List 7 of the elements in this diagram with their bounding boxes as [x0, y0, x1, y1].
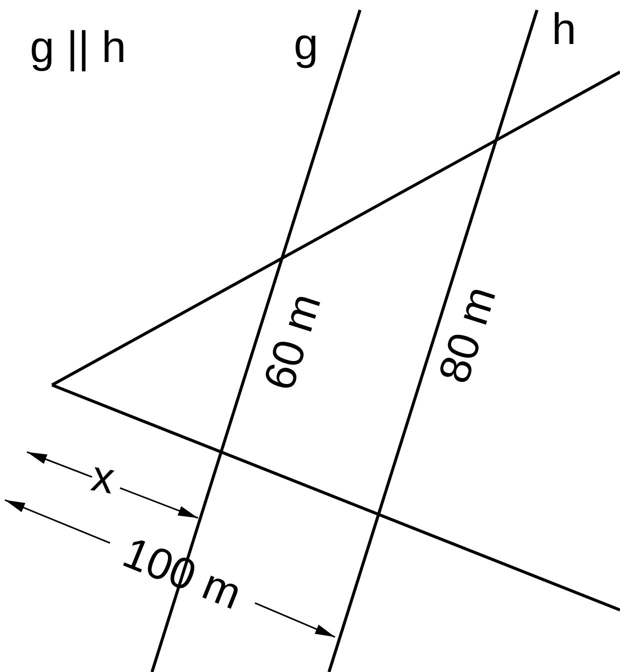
variable-label: x [88, 454, 118, 502]
line-name-label: g [294, 23, 318, 67]
dimension-label: 100 m [117, 530, 247, 618]
length-label: 60 m [257, 288, 329, 396]
line-name-label: h [552, 8, 576, 52]
length-label: 80 m [432, 282, 504, 388]
statement-label: g || h [30, 26, 126, 70]
